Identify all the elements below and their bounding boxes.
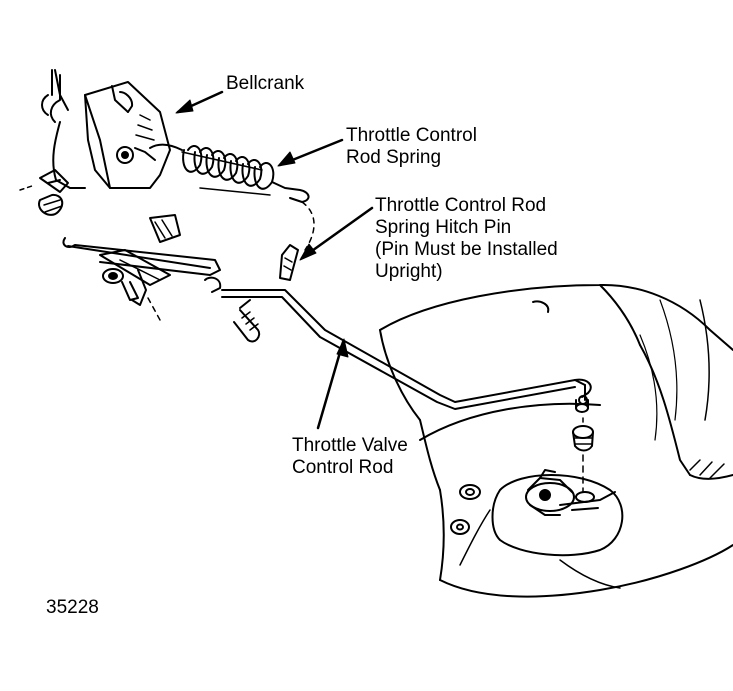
bellcrank-label: Bellcrank (226, 73, 305, 94)
hitch-pin-label-line-4: Upright) (375, 261, 443, 282)
rod-spring-label-line-2: Rod Spring (346, 147, 442, 168)
tv-control-rod (221, 289, 592, 410)
tv-rod-arrow (316, 340, 345, 430)
leader-arrows (175, 90, 374, 430)
linkage-bracket (19, 169, 261, 343)
figure-number: 35228 (46, 597, 99, 618)
hitch-pin-label-line-2: Spring Hitch Pin (375, 217, 512, 238)
hitch-pin-label-line-3: (Pin Must be Installed (375, 239, 558, 260)
rod-spring-label-line-1: Throttle Control (346, 125, 477, 146)
tv-rod-label-line-2: Control Rod (292, 457, 394, 478)
bellcrank (41, 69, 171, 189)
rod-spring (149, 143, 315, 251)
hitch-pin (279, 244, 299, 281)
hitch-pin-label-line-1: Throttle Control Rod (375, 195, 547, 216)
tv-rod-label-line-1: Throttle Valve (292, 435, 408, 456)
transmission-case (379, 283, 733, 598)
tv-lever-assembly (525, 399, 616, 516)
